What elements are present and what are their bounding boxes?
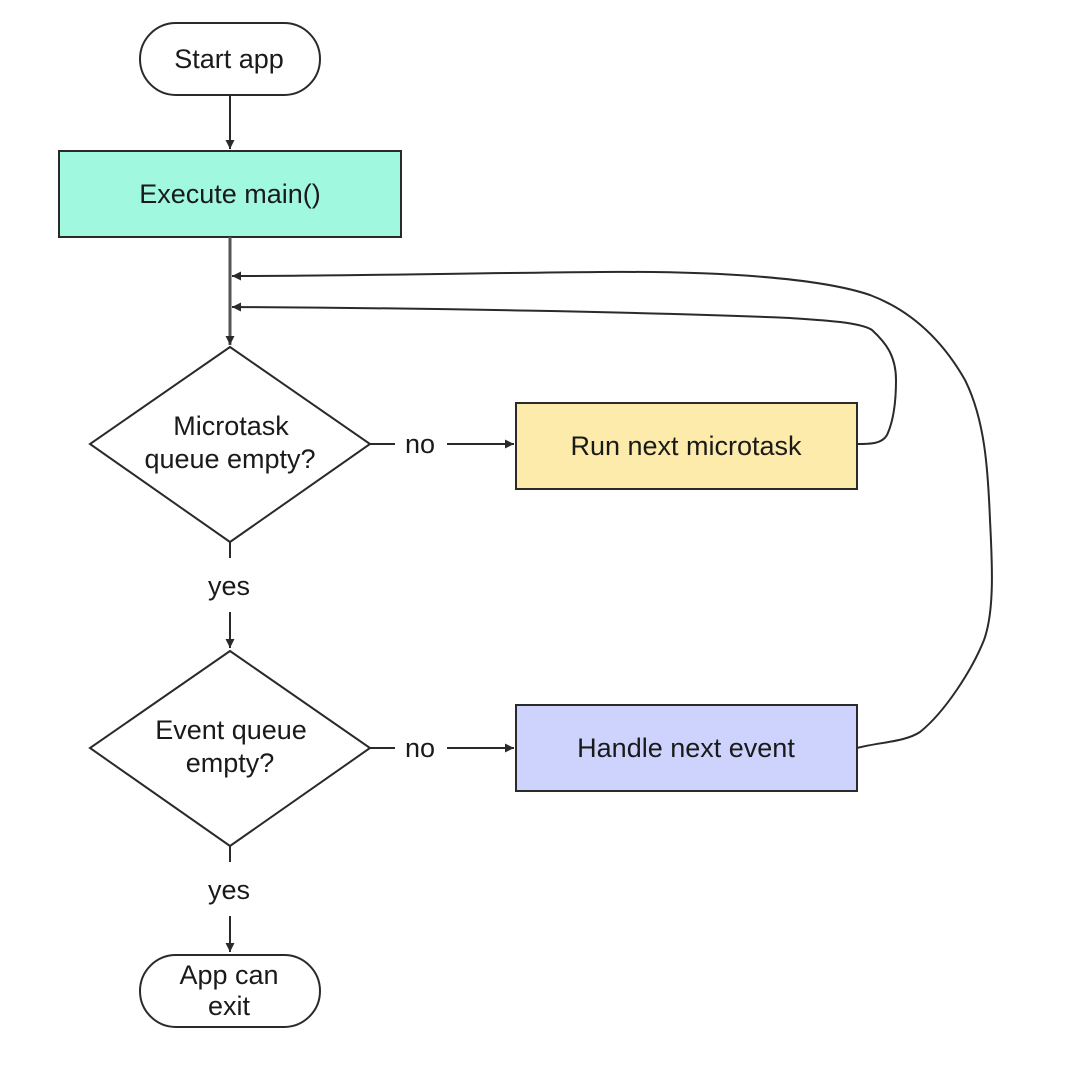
exit-line-1: App can bbox=[179, 960, 278, 990]
edge-event-yes-label: yes bbox=[208, 875, 250, 905]
event-check-line-1: Event queue bbox=[155, 715, 307, 745]
exit-node: App can exit bbox=[139, 954, 321, 1028]
run-microtask-box bbox=[515, 402, 858, 490]
main-label: Execute main() bbox=[139, 179, 321, 209]
handle-event-box bbox=[515, 704, 858, 792]
edge-microtask-yes-label: yes bbox=[208, 571, 250, 601]
microtask-check-node: Microtask queue empty? bbox=[88, 345, 372, 544]
loop-microtask-back bbox=[231, 302, 898, 445]
exit-line-2: exit bbox=[208, 991, 251, 1021]
loop-event-back bbox=[231, 270, 993, 749]
event-check-node: Event queue empty? bbox=[88, 649, 372, 848]
edge-microtask-no-label: no bbox=[405, 429, 435, 459]
main-node: Execute main() bbox=[58, 150, 402, 238]
microtask-check-line-1: Microtask bbox=[173, 411, 289, 441]
handle-event-label: Handle next event bbox=[577, 733, 795, 763]
start-node: Start app bbox=[139, 22, 321, 96]
start-label: Start app bbox=[174, 44, 284, 74]
edge-event-no-label: no bbox=[405, 733, 435, 763]
microtask-check-line-2: queue empty? bbox=[144, 444, 315, 474]
run-microtask-label: Run next microtask bbox=[570, 431, 802, 461]
handle-event-node: Handle next event bbox=[515, 704, 858, 792]
main-box bbox=[58, 150, 402, 238]
event-check-line-2: empty? bbox=[186, 748, 275, 778]
run-microtask-node: Run next microtask bbox=[515, 402, 858, 490]
